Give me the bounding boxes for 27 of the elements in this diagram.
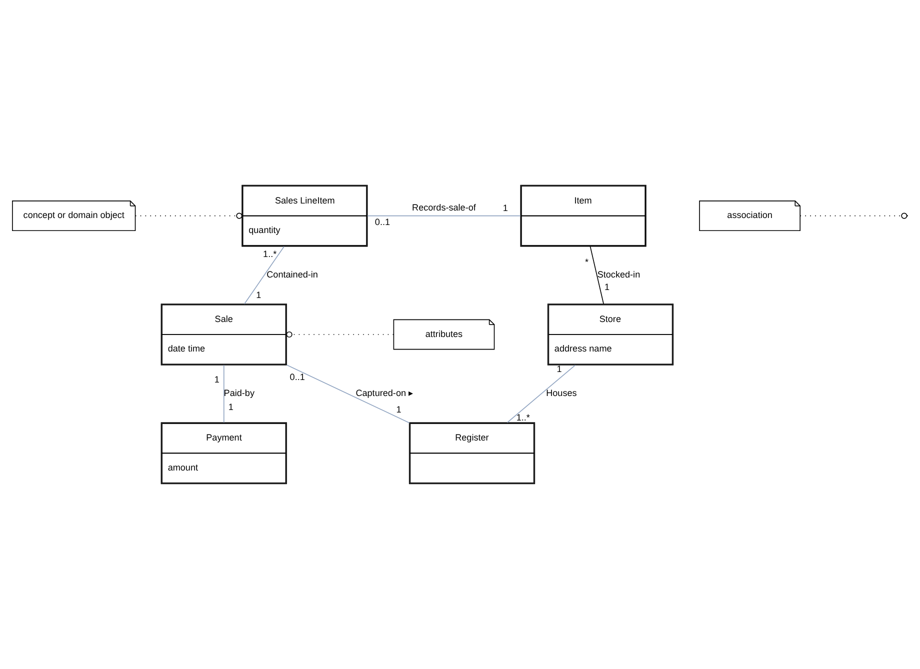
connector	[134, 212, 242, 219]
label: 1	[214, 374, 220, 384]
edge-label: Houses	[546, 388, 577, 398]
label: 1..*	[263, 249, 277, 260]
edge-label: Paid-by	[224, 388, 254, 398]
connector	[367, 215, 521, 216]
label: 1	[502, 203, 508, 214]
label: 1..*	[516, 412, 530, 423]
connector	[286, 364, 410, 424]
connector	[590, 246, 604, 304]
connector	[244, 246, 284, 304]
connector	[223, 364, 224, 423]
label: *	[585, 256, 589, 267]
edge-label: Records-sale-of	[412, 202, 476, 213]
label: 1	[604, 282, 610, 292]
label: 1	[396, 404, 402, 414]
label: 1	[228, 402, 234, 412]
edge-label: Captured-on ▸	[356, 388, 414, 398]
connector	[286, 331, 394, 338]
edge-label: Contained-in	[266, 269, 318, 280]
connector	[506, 364, 576, 423]
label: 0..1	[290, 372, 305, 382]
label: 1	[556, 364, 562, 374]
label: 0..1	[374, 217, 390, 228]
connector	[800, 215, 902, 216]
label: 1	[256, 290, 262, 300]
edge-label: Stocked-in	[597, 269, 640, 280]
